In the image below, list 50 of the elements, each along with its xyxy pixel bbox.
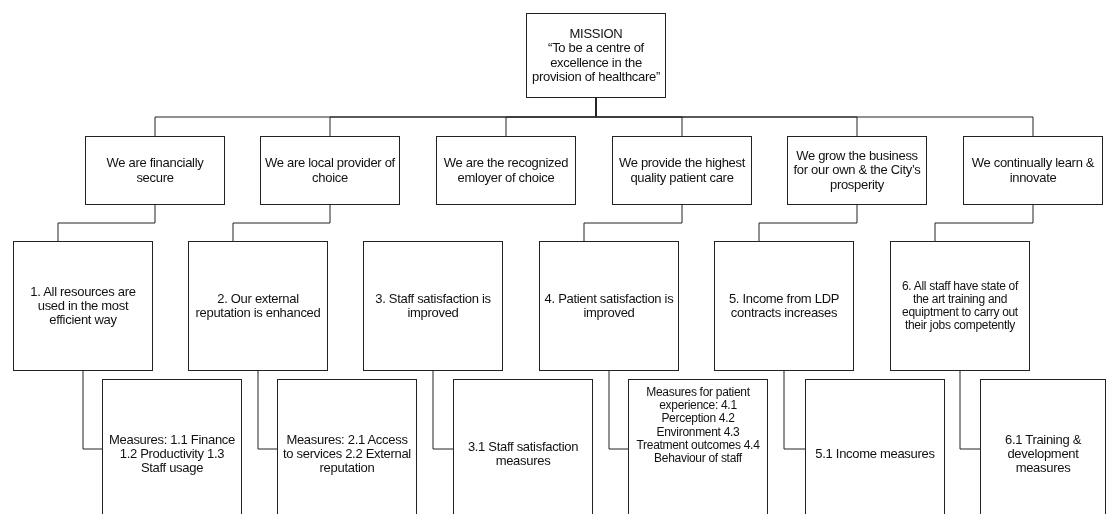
box-text: We are financially secure [105, 156, 205, 185]
objective-box [188, 241, 328, 371]
connector-line [57, 204, 156, 242]
goal-box [85, 136, 225, 205]
connector-line [608, 370, 629, 450]
box-text: 6.1 Training & development measures [1004, 432, 1083, 476]
box-text: “To be a centre of excellence in the provision of healthcare” [531, 41, 661, 85]
connector-line [783, 370, 806, 450]
measures-box [102, 379, 242, 514]
connector-line [959, 370, 981, 450]
box-text: 5.1 Income measures [815, 446, 935, 462]
box-text: 3. Staff satisfaction is improved [374, 291, 492, 321]
goal-box [787, 136, 927, 205]
box-text: 2. Our external reputation is enhanced [194, 291, 322, 321]
box-text: 5. Income from LDP contracts increases [727, 291, 841, 321]
box-text: Measures: 2.1 Access to services 2.2 External reputation [282, 432, 412, 476]
measures-box [277, 379, 417, 514]
measures-box [628, 379, 768, 514]
box-text: We grow the business for our own & the City’s prosperity [792, 149, 922, 192]
box-text: 1. All resources are used in the most efficient way [29, 284, 137, 328]
objective-box [714, 241, 854, 371]
objective-box [890, 241, 1030, 371]
box-text: 3.1 Staff satisfaction measures [466, 439, 580, 469]
goal-box [963, 136, 1103, 205]
box-text: Measures: 1.1 Finance 1.2 Productivity 1.3 Staff usage [108, 432, 236, 476]
measures-box [980, 379, 1106, 514]
connector-line [82, 370, 103, 450]
box-text: 4. Patient satisfaction is improved [543, 291, 675, 321]
box-text: We are local provider of choice [264, 156, 396, 185]
box-text: We provide the highest quality patient care [617, 156, 747, 185]
measures-box [805, 379, 945, 514]
mission-box [526, 13, 666, 98]
connector-line [432, 370, 454, 450]
objective-box [539, 241, 679, 371]
connector-line [583, 204, 683, 242]
connector-line [758, 204, 858, 242]
box-text: Measures for patient experience: 4.1 Perception 4.2 Environment 4.3 Treatment outcomes 4.4 Behaviour of staff [635, 386, 761, 466]
box-text: We are the recognized emloyer of choice [442, 156, 570, 185]
connector-line [934, 204, 1034, 242]
goal-box [436, 136, 576, 205]
goal-box [260, 136, 400, 205]
box-heading: MISSION [569, 26, 623, 42]
box-text: We continually learn & innovate [970, 156, 1096, 185]
connector-line [232, 204, 331, 242]
connector-line [257, 370, 278, 450]
box-text: 6. All staff have state of the art training and equiptment to carry out their jobs competently [900, 279, 1020, 333]
measures-box [453, 379, 593, 514]
goal-box [612, 136, 752, 205]
objective-box [13, 241, 153, 371]
objective-box [363, 241, 503, 371]
